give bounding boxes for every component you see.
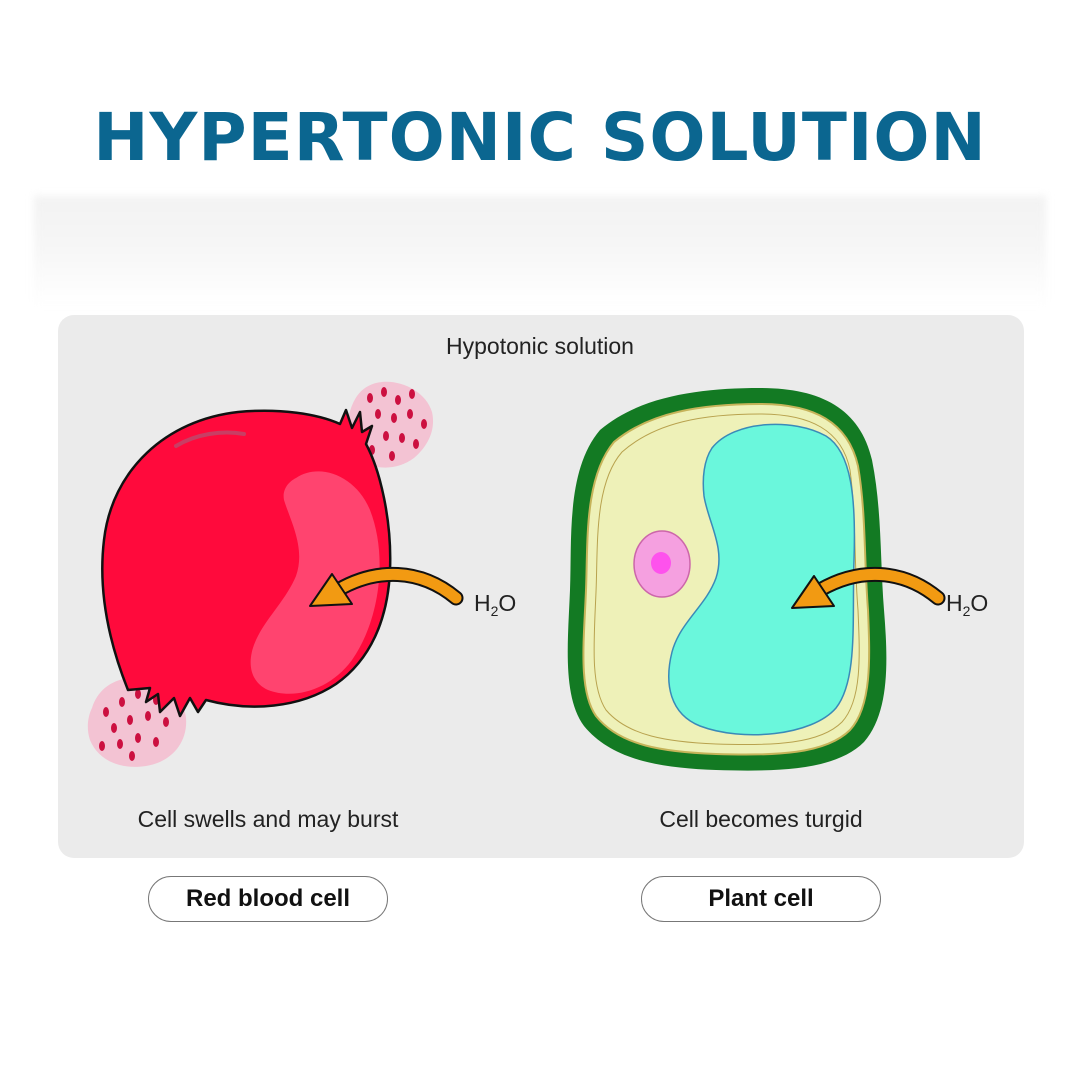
label-red-blood-cell: Red blood cell xyxy=(148,876,388,922)
leak-droplets-bottom xyxy=(99,689,169,761)
vacuole xyxy=(668,423,856,736)
panel-heading: Hypotonic solution xyxy=(446,333,634,359)
red-blood-cell-shine xyxy=(174,430,246,448)
plant-cell xyxy=(567,388,887,771)
red-blood-cell xyxy=(87,381,434,767)
water-label-right: H2O xyxy=(946,590,989,619)
caption-plant-cell: Cell becomes turgid xyxy=(659,806,863,832)
leak-droplets-top xyxy=(367,387,427,461)
water-inflow-arrow-right xyxy=(791,567,946,609)
inner-membrane-line xyxy=(593,413,860,746)
nucleolus xyxy=(651,552,671,574)
water-inflow-arrow-left xyxy=(309,567,464,607)
background-band xyxy=(34,196,1046,306)
page-title: HYPERTONIC SOLUTION xyxy=(93,99,987,176)
red-blood-cell-highlight xyxy=(250,471,380,694)
water-label-left: H2O xyxy=(474,590,517,619)
label-plant-cell: Plant cell xyxy=(641,876,881,922)
caption-red-blood-cell: Cell swells and may burst xyxy=(137,806,399,832)
